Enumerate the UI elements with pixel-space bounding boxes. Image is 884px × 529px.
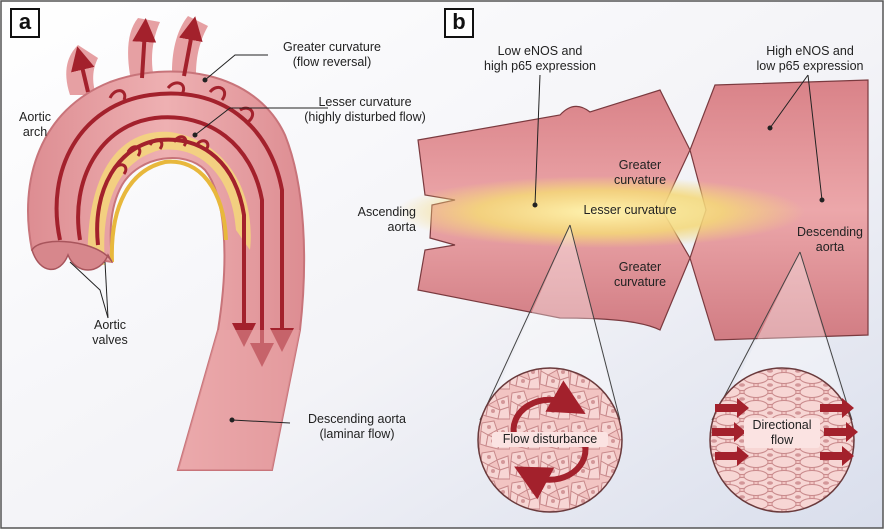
label-directional-flow: Directional flow <box>744 418 820 448</box>
label-greater-curvature: Greater curvature (flow reversal) <box>262 40 402 70</box>
panel-label-a: a <box>10 8 40 38</box>
panel-label-b: b <box>444 8 474 38</box>
leader-dot <box>193 133 197 137</box>
leader-dot <box>533 203 537 207</box>
label-high-enos: High eNOS and low p65 expression <box>740 44 880 74</box>
label-lesser-curvature-b: Lesser curvature <box>560 203 700 218</box>
label-ascending-aorta: Ascending aorta <box>344 205 416 235</box>
leader-dot <box>820 198 824 202</box>
label-aortic-valves: Aortic valves <box>80 318 140 348</box>
leader-dot <box>768 126 772 130</box>
label-low-enos: Low eNOS and high p65 expression <box>470 44 610 74</box>
label-aortic-arch: Aortic arch <box>10 110 60 140</box>
leader-dot <box>203 78 207 82</box>
label-descending-aorta-a: Descending aorta (laminar flow) <box>292 412 422 442</box>
label-descending-aorta-b: Descending aorta <box>790 225 870 255</box>
label-greater-curvature-top: Greater curvature <box>600 158 680 188</box>
label-flow-disturbance: Flow disturbance <box>492 432 608 447</box>
leader-dot <box>230 418 234 422</box>
label-lesser-curvature: Lesser curvature (highly disturbed flow) <box>290 95 440 125</box>
label-greater-curvature-bottom: Greater curvature <box>600 260 680 290</box>
